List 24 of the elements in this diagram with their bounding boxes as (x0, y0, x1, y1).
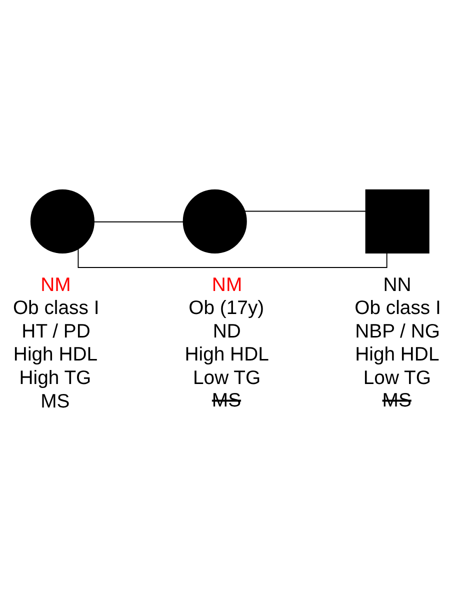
node-label: High HDL (355, 343, 440, 366)
connector (78, 248, 388, 268)
node-label: NM (40, 273, 71, 296)
node-label: MS (40, 390, 70, 412)
node-label: Ob class I (354, 296, 441, 319)
node-label: High TG (19, 366, 92, 389)
node-label: Ob (17y) (188, 296, 264, 319)
connector (94, 220, 184, 222)
node-label: MS (382, 388, 412, 411)
node-box (365, 188, 430, 253)
node-label: HT / PD (22, 320, 90, 342)
node-label: NBP / NG (355, 320, 440, 342)
node-label: High HDL (13, 343, 98, 366)
node-label: High HDL (184, 343, 269, 366)
connector (244, 210, 366, 212)
node-label: Low TG (363, 366, 431, 389)
node-label: NN (383, 273, 412, 296)
node-circle (30, 188, 94, 253)
node-label: Ob class I (12, 296, 100, 319)
node-label: ND (212, 320, 241, 342)
node-label: NM (212, 273, 242, 296)
node-label: MS (212, 388, 242, 411)
node-circle (182, 188, 247, 253)
node-label: Low TG (193, 366, 261, 389)
